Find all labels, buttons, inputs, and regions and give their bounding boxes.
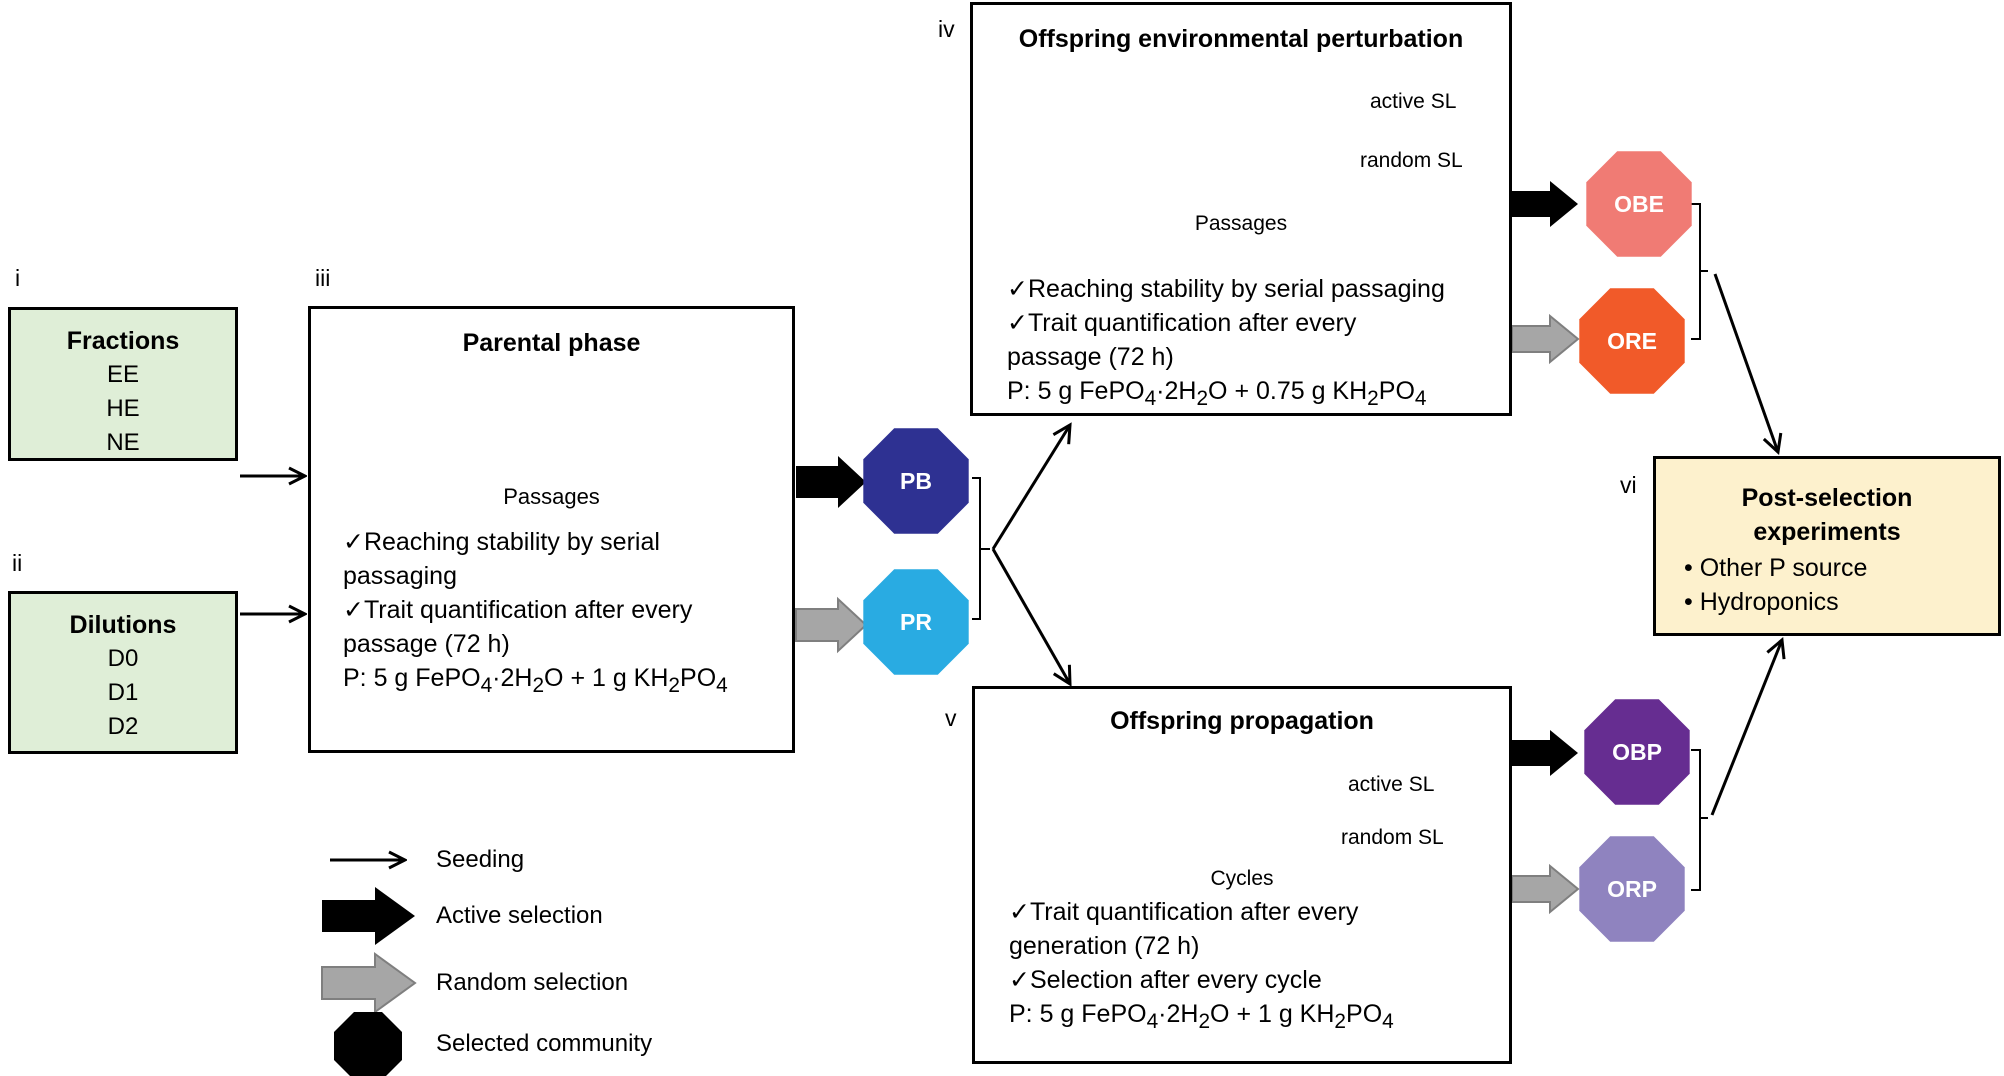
bracket-obp-orp (1691, 749, 1701, 891)
community-pr-octagon (863, 569, 969, 675)
env-line1: ✓Reaching stability by serial passaging (1007, 275, 1445, 303)
label-vi: vi (1620, 472, 1637, 498)
community-obp-label: OBP (1612, 739, 1662, 765)
community-obe-octagon (1586, 151, 1692, 257)
dilutions-item-d2: D2 (107, 713, 139, 740)
parental-p-formula: P: 5 g FePO4·2H2O + 1 g KH2PO4 (343, 664, 728, 697)
env-line2: ✓Trait quantification after every (1007, 309, 1357, 337)
prop-p-formula: P: 5 g FePO4·2H2O + 1 g KH2PO4 (1009, 1000, 1394, 1033)
prop-title: Offspring propagation (1110, 707, 1374, 735)
offspring-propagation-box: Offspring propagation active SL random S… (972, 686, 1512, 1064)
prop-random-label: random SL (1341, 826, 1444, 849)
post-title-2: experiments (1753, 518, 1901, 546)
fractions-item-ne: NE (106, 429, 140, 456)
community-ore-label: ORE (1607, 328, 1657, 354)
community-ore-octagon (1579, 288, 1685, 394)
fractions-item-he: HE (106, 395, 140, 422)
legend-active: Active selection (436, 902, 603, 929)
prop-line1b: generation (72 h) (1009, 932, 1200, 960)
prop-active-label: active SL (1348, 773, 1435, 796)
post-item-hydroponics: • Hydroponics (1684, 588, 1839, 616)
active-selection-arrow-obp (1512, 730, 1578, 776)
prop-line1: ✓Trait quantification after every (1009, 898, 1359, 926)
parental-line2b: passage (72 h) (343, 630, 510, 658)
env-perturbation-box: Offspring environmental perturbation act… (970, 2, 1512, 416)
label-iv: iv (938, 16, 955, 42)
community-obe-label: OBE (1614, 191, 1664, 217)
post-item-other-p: • Other P source (1684, 554, 1868, 582)
legend-random: Random selection (436, 969, 629, 996)
bracket-obe-ore (1691, 203, 1701, 340)
env-line2b: passage (72 h) (1007, 343, 1174, 371)
fractions-box: Fractions EE HE NE (8, 307, 238, 461)
parental-line1b: passaging (343, 562, 457, 590)
env-caption: Passages (1194, 212, 1288, 235)
post-title-1: Post-selection (1741, 484, 1913, 512)
active-selection-arrow-obe (1512, 181, 1578, 227)
parental-line1: ✓Reaching stability by serial (343, 528, 660, 556)
env-random-label: random SL (1360, 149, 1463, 172)
legend-active-icon (322, 887, 415, 945)
random-selection-arrow-ore (1511, 313, 1580, 365)
prop-line2: ✓Selection after every cycle (1009, 966, 1322, 994)
post-selection-box: Post-selection experiments • Other P sou… (1653, 456, 2001, 636)
parental-title: Parental phase (462, 329, 641, 357)
community-orp-label: ORP (1607, 876, 1657, 902)
parental-caption: Passages (503, 484, 600, 509)
legend-random-icon (321, 952, 417, 1014)
random-selection-arrow-pr (795, 596, 868, 654)
dilutions-item-d1: D1 (107, 679, 139, 706)
parental-line2: ✓Trait quantification after every (343, 596, 693, 624)
env-active-label: active SL (1370, 90, 1457, 113)
fractions-title: Fractions (66, 327, 180, 355)
seeding-arrow-to-prop (991, 548, 1072, 687)
legend-seeding: Seeding (436, 846, 525, 873)
active-selection-arrow-pb (796, 456, 866, 508)
community-orp-octagon (1579, 836, 1685, 942)
community-pb-octagon (863, 428, 969, 534)
community-pb-label: PB (900, 468, 932, 494)
dilutions-box: Dilutions D0 D1 D2 (8, 591, 238, 754)
legend-selected: Selected community (436, 1030, 653, 1057)
seeding-arrow-to-env (991, 422, 1072, 550)
dilutions-title: Dilutions (69, 611, 177, 639)
prop-caption: Cycles (1210, 867, 1274, 890)
label-ii: ii (12, 550, 23, 576)
parental-phase-box: Parental phase Passages ✓Reaching stabil… (308, 306, 795, 753)
dilutions-item-d0: D0 (107, 645, 139, 672)
env-title: Offspring environmental perturbation (1018, 25, 1464, 53)
seeding-arrow-to-post-top (1713, 273, 1783, 456)
bracket-pb-pr (972, 477, 981, 620)
label-v: v (945, 705, 957, 731)
community-pr-label: PR (900, 609, 932, 635)
fractions-item-ee: EE (106, 361, 139, 388)
label-i: i (15, 265, 21, 291)
random-selection-arrow-orp (1511, 863, 1580, 915)
env-p-formula: P: 5 g FePO4·2H2O + 0.75 g KH2PO4 (1007, 377, 1427, 410)
community-obp-octagon (1584, 699, 1690, 805)
legend-selected-icon (334, 1012, 402, 1076)
label-iii: iii (315, 265, 331, 291)
seeding-arrow-to-post-bottom (1710, 637, 1786, 816)
